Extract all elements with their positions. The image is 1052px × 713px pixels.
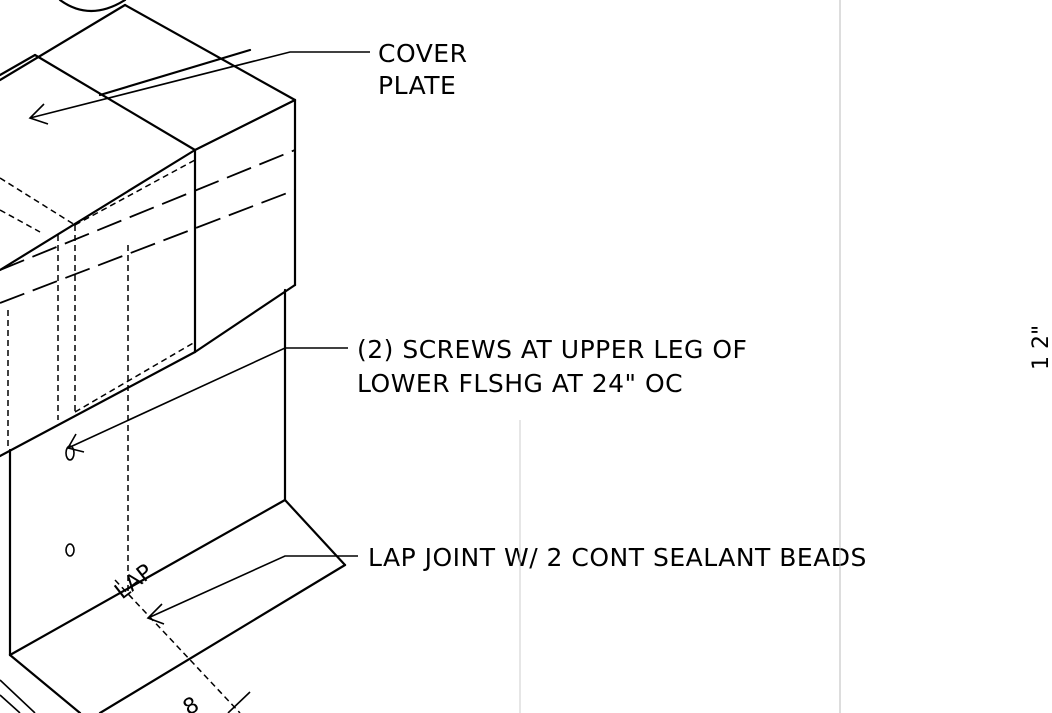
cover-plate-front xyxy=(0,98,297,458)
screws-leader xyxy=(66,347,348,453)
cover-plate-label-line2: PLATE xyxy=(378,71,456,100)
cover-plate-leader xyxy=(28,51,370,125)
lap-joint-label: LAP JOINT W/ 2 CONT SEALANT BEADS xyxy=(368,543,867,572)
lap-label: LAP xyxy=(110,560,158,605)
screw-holes xyxy=(65,445,75,557)
edge-fragment-text: 1 2" xyxy=(1029,325,1052,370)
lap-dimension: LAP 8 xyxy=(110,560,251,713)
screws-label-line2: LOWER FLSHG AT 24" OC xyxy=(357,369,683,398)
cover-plate-top xyxy=(0,3,297,152)
lower-flashing xyxy=(0,288,347,713)
hidden-lines xyxy=(0,159,196,595)
screw-hole-lower xyxy=(65,543,75,557)
pipe-circle-fragment xyxy=(58,0,127,12)
dimension-fragment: 8 xyxy=(179,692,204,713)
lap-joint-leader xyxy=(146,555,358,625)
screws-label-line1: (2) SCREWS AT UPPER LEG OF xyxy=(357,335,747,364)
cover-plate-label-line1: COVER xyxy=(378,39,467,68)
